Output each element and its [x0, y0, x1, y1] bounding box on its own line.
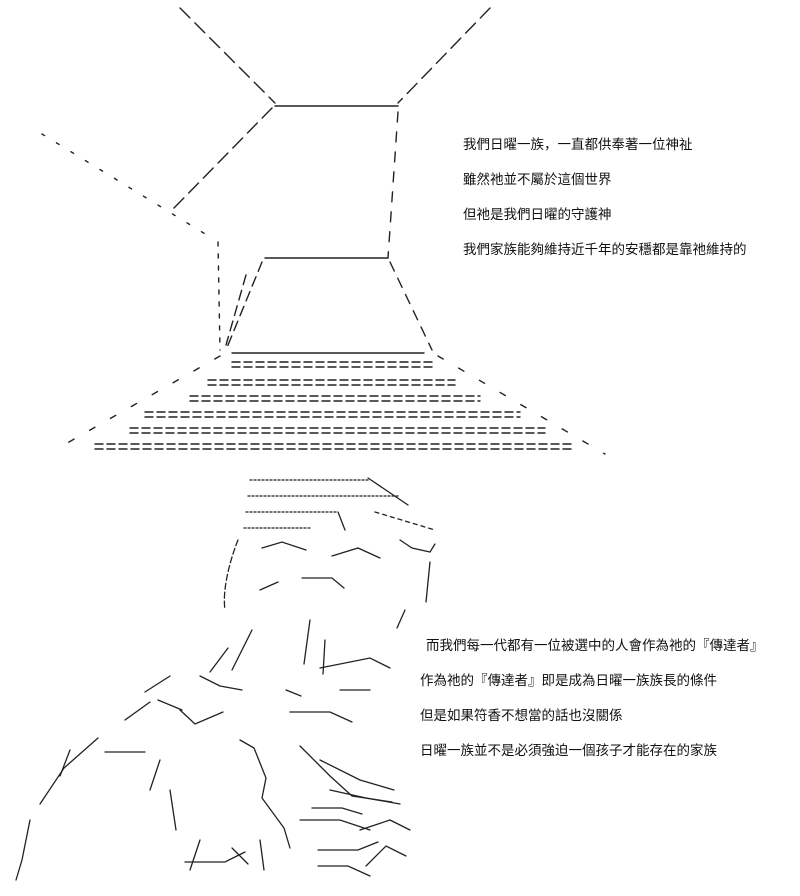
narration-top-line: 但祂是我們日曜的守護神	[463, 207, 612, 223]
stairs	[94, 361, 573, 450]
narration-bottom-line: 作為祂的『傳達者』即是成為日曜一族族長的條件	[420, 673, 717, 689]
narration-top-line: 我們家族能夠維持近千年的安穩都是靠祂維持的	[463, 242, 747, 258]
narration-bottom-line: 但是如果符香不想當的話也沒關係	[420, 708, 623, 724]
narration-top-line: 我們日曜一族，一直都供奉著一位神祉	[463, 137, 693, 153]
figure-drawing	[15, 477, 436, 881]
narration-top: 我們日曜一族，一直都供奉著一位神祉 雖然祂並不屬於這個世界 但祂是我們日曜的守護…	[463, 128, 747, 268]
narration-bottom: 而我們每一代都有一位被選中的人會作為祂的『傳達者』 作為祂的『傳達者』即是成為日…	[420, 629, 764, 769]
narration-bottom-line: 日曜一族並不是必須強迫一個孩子才能存在的家族	[420, 743, 717, 759]
narration-top-line: 雖然祂並不屬於這個世界	[463, 172, 612, 188]
shrine-room-drawing	[41, 7, 606, 455]
narration-bottom-line: 而我們每一代都有一位被選中的人會作為祂的『傳達者』	[426, 638, 764, 654]
